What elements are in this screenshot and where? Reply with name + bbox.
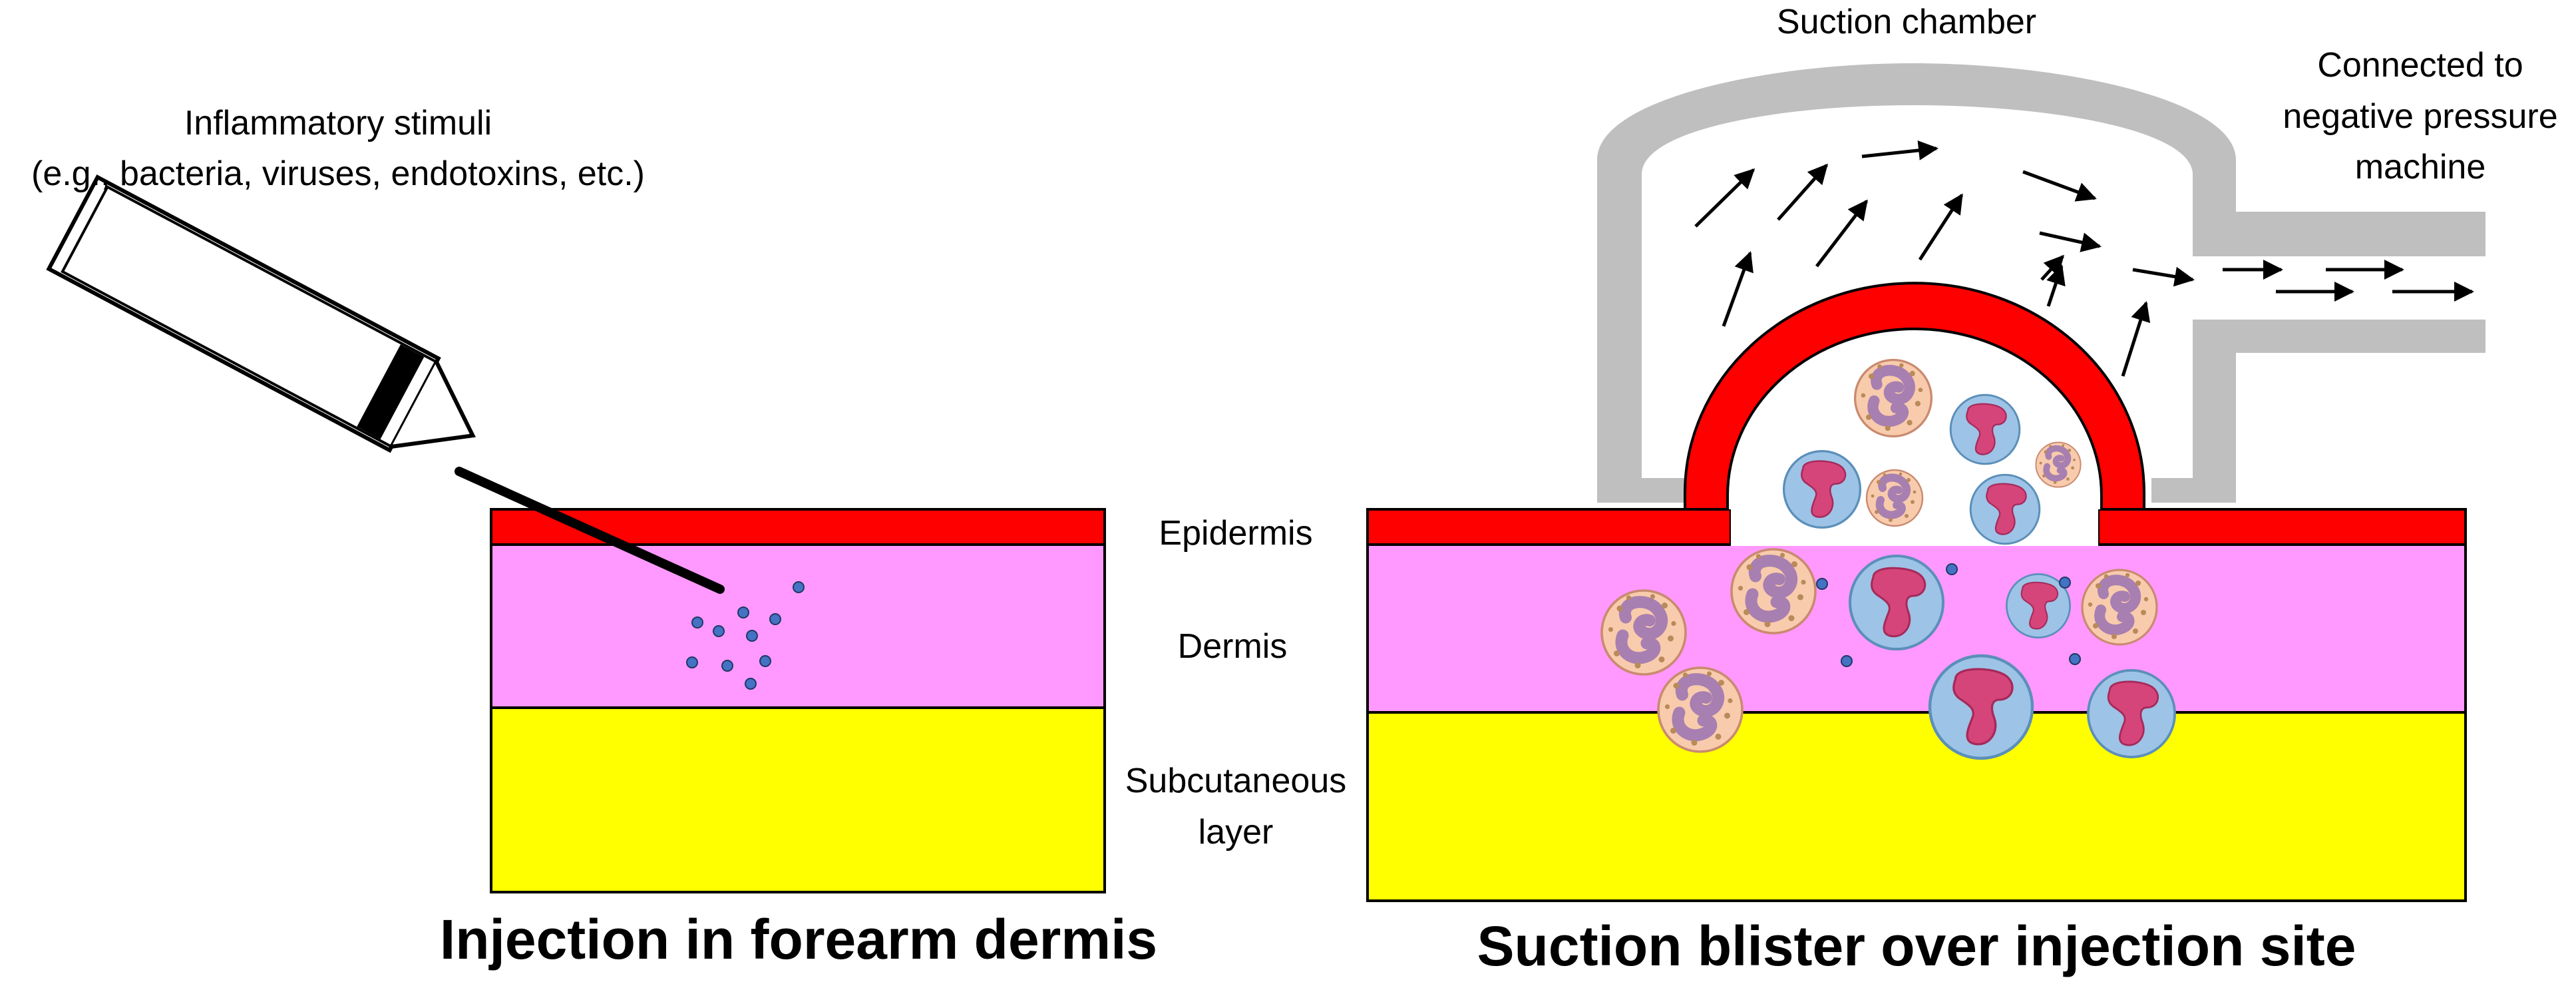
- air-arrow: [1722, 251, 1753, 327]
- neutrophil-cell: [1855, 360, 1932, 437]
- particle: [2059, 577, 2071, 589]
- connection-label-line3: machine: [2355, 148, 2486, 186]
- connection-label-line1: Connected to: [2317, 46, 2523, 85]
- air-arrow: [2046, 264, 2066, 307]
- air-arrow: [2022, 170, 2097, 202]
- epidermis-label: Epidermis: [1159, 514, 1312, 553]
- air-arrow: [1694, 168, 1755, 228]
- monocyte-cell: [1782, 449, 1862, 529]
- dermis-label: Dermis: [1178, 627, 1288, 666]
- left-caption: Injection in forearm dermis: [440, 908, 1157, 971]
- air-arrow: [1918, 193, 1964, 261]
- particle: [1841, 655, 1853, 667]
- neutrophil-cell: [1867, 470, 1923, 526]
- particle: [691, 616, 703, 628]
- air-arrow: [1777, 163, 1828, 221]
- right-epidermis-left: [1366, 508, 1732, 546]
- left-subcutaneous-layer: [490, 706, 1106, 893]
- air-arrow: [1815, 199, 1868, 268]
- stimulus-label-line1: Inflammatory stimuli: [184, 104, 492, 142]
- particle: [1946, 563, 1958, 575]
- neutrophil-cell: [2036, 442, 2080, 487]
- particle: [2069, 653, 2081, 665]
- particle: [721, 660, 733, 672]
- airflow-arrows: [1694, 140, 2474, 377]
- particle: [745, 678, 757, 690]
- neutrophil-cell: [1732, 549, 1815, 633]
- monocyte-cell: [1849, 555, 1944, 650]
- particle: [769, 613, 781, 625]
- left-dermis-layer: [490, 543, 1106, 709]
- suction-chamber: [1597, 63, 2485, 503]
- monocyte-cell: [2087, 669, 2176, 758]
- dermis-particles: [1816, 563, 2081, 667]
- air-arrow: [1861, 140, 1938, 160]
- neutrophil-cell: [1602, 591, 1686, 674]
- particle: [759, 655, 771, 667]
- connection-label-line2: negative pressure: [2283, 97, 2557, 136]
- particle: [793, 581, 805, 593]
- right-subcutaneous-layer: [1366, 711, 2467, 902]
- right-epidermis-right: [2097, 508, 2467, 546]
- right-skin-block: [1366, 508, 2467, 902]
- monocyte-cell: [1930, 656, 2032, 758]
- syringe-icon: [46, 174, 725, 594]
- monocyte-cell: [1969, 473, 2041, 545]
- air-arrow: [2039, 231, 2102, 252]
- neutrophil-cell: [1658, 668, 1742, 752]
- subcutaneous-label-line1: Subcutaneous: [1125, 762, 1347, 800]
- left-skin-block: [490, 508, 1106, 893]
- right-caption: Suction blister over injection site: [1477, 915, 2356, 977]
- air-arrow: [2121, 301, 2151, 377]
- air-arrow: [2132, 266, 2195, 287]
- stimulus-label-line2: (e.g., bacteria, viruses, endotoxins, et…: [31, 154, 645, 193]
- neutrophil-cell: [2082, 570, 2157, 644]
- particle: [686, 656, 698, 668]
- particle: [713, 625, 725, 637]
- subcutaneous-label-line2: layer: [1198, 813, 1274, 852]
- monocyte-cell: [1949, 393, 2021, 465]
- stimulus-particles: [686, 581, 805, 690]
- particle: [737, 607, 749, 618]
- particle: [1816, 578, 1828, 590]
- suction-chamber-label: Suction chamber: [1777, 3, 2036, 41]
- particle: [746, 630, 758, 642]
